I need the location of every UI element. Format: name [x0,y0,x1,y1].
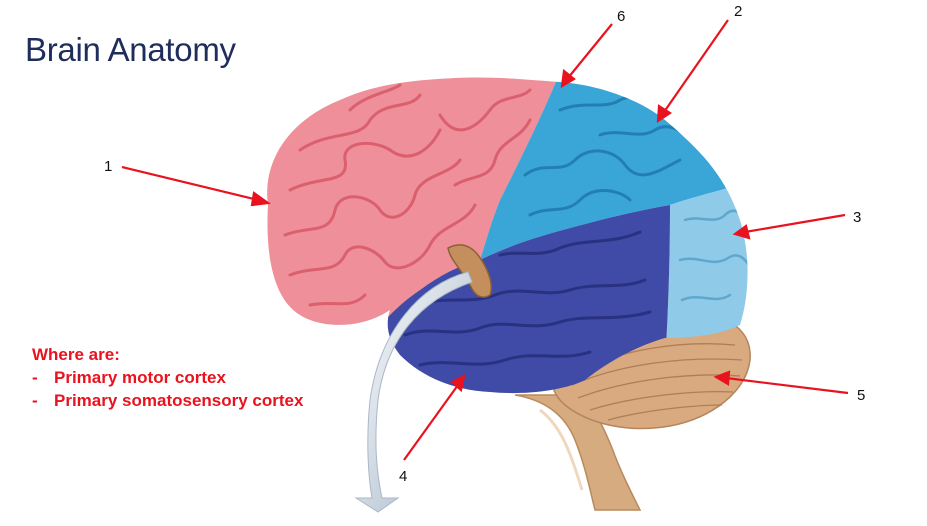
label-4: 4 [399,468,407,485]
bullet-dash: - [32,391,38,410]
leader-line-6 [560,23,613,89]
slide-title: Brain Anatomy [25,31,236,68]
label-3: 3 [853,209,861,226]
question-block: Where are: -Primary motor cortex -Primar… [32,343,303,412]
leader-line-3 [732,213,846,240]
bullet-dash: - [32,368,38,387]
label-2: 2 [734,3,742,20]
lateral-sulcus [447,244,492,298]
leader-line-1 [121,165,271,207]
leader-line-5 [713,370,849,395]
label-1: 1 [104,158,112,175]
frontal-gyri [283,83,532,307]
descending-pathway-arrow [354,271,473,513]
question-heading: Where are: [32,345,120,364]
label-6: 6 [617,8,625,25]
question-item: -Primary somatosensory cortex [32,389,303,412]
leader-line-2 [656,19,729,124]
leader-line-4 [403,373,466,461]
label-5: 5 [857,387,865,404]
temporal-lobe [380,205,670,394]
occipital-lobe [665,180,748,360]
leader-lines [121,19,849,461]
question-item: -Primary motor cortex [32,366,303,389]
temporal-gyri [403,230,652,367]
brainstem [514,394,642,511]
question-item-text: Primary motor cortex [54,368,226,387]
question-item-text: Primary somatosensory cortex [54,391,304,410]
